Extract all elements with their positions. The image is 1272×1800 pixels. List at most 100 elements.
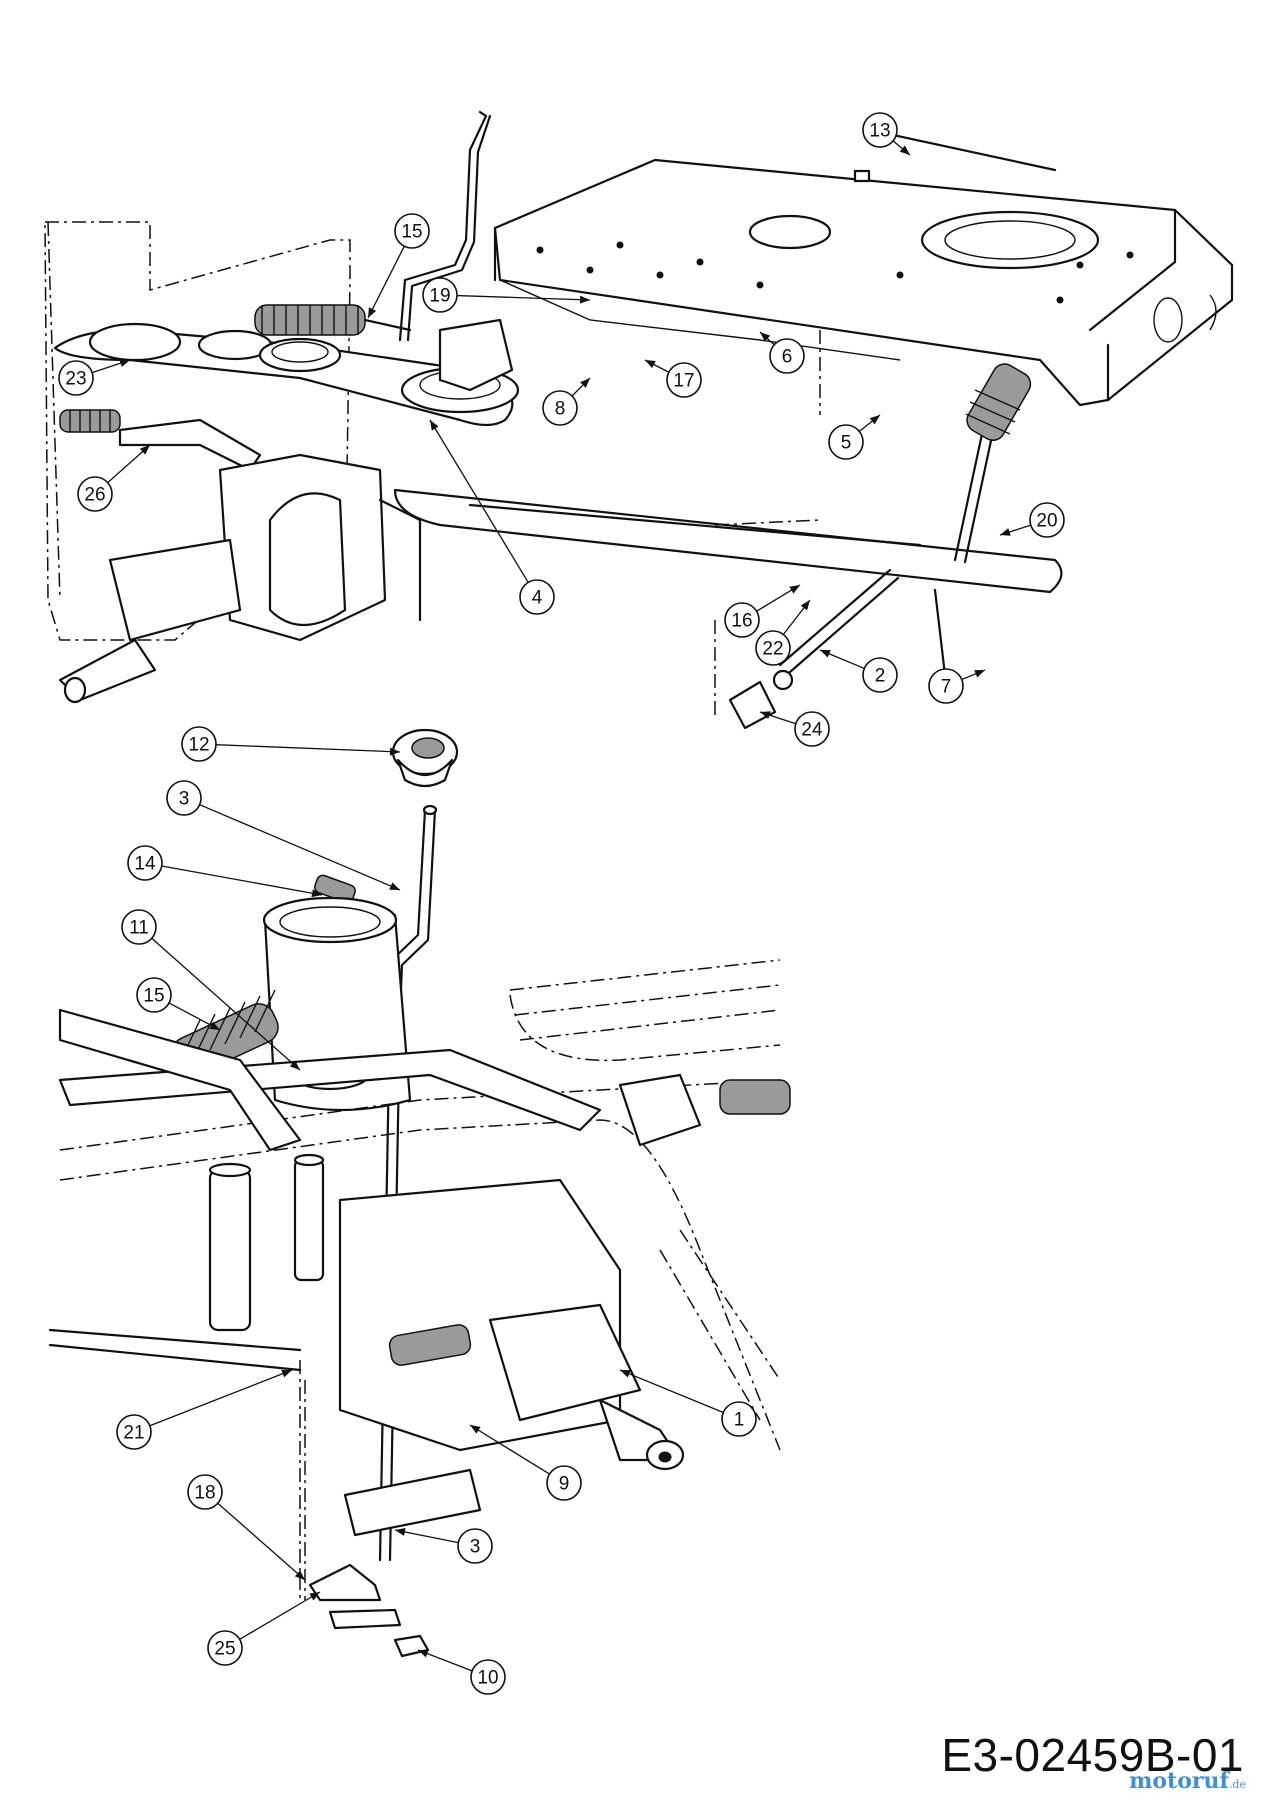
callout-bubble [755, 630, 791, 666]
callout-c5: 5 [828, 414, 881, 460]
callout-c15-top: 15 [367, 213, 430, 319]
callout-c1: 1 [619, 1369, 757, 1437]
callout-leader [151, 937, 301, 1071]
callout-leader [161, 865, 323, 896]
callout-c24: 24 [759, 711, 830, 747]
callout-arrowhead [294, 1570, 305, 1580]
callout-bubble [1029, 502, 1065, 538]
transaxle-top [58, 453, 422, 704]
callout-c8: 8 [542, 377, 591, 426]
callout-number: 7 [941, 677, 952, 698]
clutch-arm [118, 418, 262, 472]
callout-c14: 14 [127, 845, 323, 898]
callout-number: 13 [869, 121, 890, 142]
brake-pedal [953, 363, 1032, 564]
callout-arrowhead [1000, 528, 1011, 536]
callout-c15-bot: 15 [136, 977, 221, 1031]
callout-bubble [862, 657, 898, 693]
callout-number: 18 [194, 1483, 215, 1504]
callout-number: 20 [1036, 511, 1057, 532]
callout-bubble [394, 213, 430, 249]
callout-bubble [542, 390, 578, 426]
callout-arrowhead [309, 1592, 320, 1601]
callout-number: 15 [401, 222, 422, 243]
callout-arrowhead [289, 1060, 300, 1070]
idler-bracket [438, 318, 514, 392]
callout-arrowhead [789, 585, 800, 594]
callout-arrowhead [389, 747, 400, 756]
callout-c13-top: 13 [862, 112, 911, 156]
callout-bubble [166, 780, 202, 816]
callout-bubble [666, 362, 702, 398]
callout-number: 8 [555, 399, 566, 420]
callout-c25: 25 [207, 1591, 321, 1666]
callout-c4: 4 [429, 419, 555, 615]
callout-c23: 23 [58, 359, 131, 396]
spring-right [719, 1079, 791, 1115]
callout-number: 1 [734, 1410, 745, 1431]
callout-bubble [828, 424, 864, 460]
callout-bubble [928, 668, 964, 704]
callout-number: 21 [123, 1423, 144, 1444]
callout-bubble [724, 602, 760, 638]
callout-bubble [136, 977, 172, 1013]
frame-plate [493, 128, 1234, 407]
callout-number: 4 [532, 588, 543, 609]
drawing-code: E3-02459B-01 [941, 1729, 1244, 1781]
callout-bubble [519, 579, 555, 615]
callout-c6: 6 [759, 331, 805, 374]
callout-c12: 12 [181, 726, 401, 762]
callout-number: 14 [134, 854, 156, 875]
callout-arrowhead [119, 359, 130, 367]
callout-bubble [457, 1528, 493, 1564]
vertical-posts [208, 1153, 325, 1332]
frame-holes [536, 241, 1134, 304]
callout-arrowhead [579, 295, 590, 304]
callout-leader [239, 1591, 321, 1640]
callout-number: 17 [673, 371, 694, 392]
callout-bubble [794, 711, 830, 747]
callout-arrowhead [395, 1528, 406, 1536]
callout-number: 6 [782, 347, 793, 368]
control-rod-loop [393, 488, 1063, 594]
callout-c9: 9 [469, 1424, 582, 1501]
callout-arrowhead [139, 445, 150, 455]
callout-arrowhead [389, 882, 400, 890]
shift-lever-rod-top [398, 110, 488, 342]
callout-leader [199, 804, 401, 891]
callout-arrowhead [760, 332, 771, 342]
callout-bubble [862, 112, 898, 148]
shift-knob-12 [391, 728, 459, 788]
bracket-25 [328, 1608, 402, 1630]
watermark-brand: motoruf [1129, 1768, 1229, 1794]
callout-c22: 22 [755, 599, 811, 666]
bottom-assembly [48, 728, 791, 1658]
frame-bracket-right [618, 1073, 702, 1147]
callout-leader [429, 419, 529, 583]
callout-arrowhead [974, 670, 985, 678]
callout-number: 22 [762, 639, 783, 660]
callout-bubble [207, 1630, 243, 1666]
callout-bubble [769, 338, 805, 374]
callout-leader [456, 294, 591, 301]
callout-bubble [546, 1465, 582, 1501]
callout-bubble [181, 726, 217, 762]
callout-leader [149, 1369, 293, 1427]
watermark-logo: motoruf.de [1129, 1768, 1246, 1794]
callouts: 1315196178235262041622272412314111512191… [58, 112, 1065, 1695]
bracket-9 [343, 1468, 482, 1537]
callout-c10: 10 [417, 1649, 506, 1695]
callout-c20: 20 [999, 502, 1065, 538]
callout-bubble [77, 476, 113, 512]
bracket-18 [308, 1563, 382, 1602]
callout-arrowhead [800, 600, 810, 611]
callout-number: 12 [188, 735, 209, 756]
callout-c17: 17 [644, 359, 702, 398]
callout-bubble [121, 909, 157, 945]
callout-arrowhead [620, 1370, 631, 1378]
callout-leader [469, 1424, 550, 1475]
spring-21 [388, 1324, 472, 1366]
callout-c18: 18 [187, 1474, 306, 1581]
pedal-shaft [778, 568, 900, 674]
callout-arrowhead [311, 889, 322, 898]
